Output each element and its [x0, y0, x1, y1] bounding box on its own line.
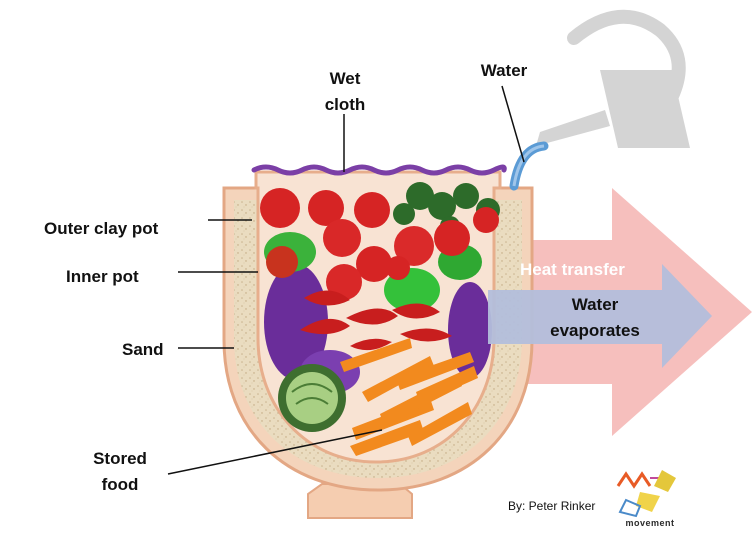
- stored-food-vegetables: [260, 182, 500, 456]
- label-wet-cloth: Wet cloth: [310, 66, 380, 118]
- label-wet-cloth-line-1: Wet: [329, 69, 361, 88]
- label-wet-cloth-line-2: cloth: [324, 95, 366, 114]
- label-water-evaporates-line-2: evaporates: [550, 321, 640, 340]
- water-evaporates-arrow: [488, 264, 712, 368]
- watering-can: [536, 9, 690, 148]
- label-stored-food: Stored food: [80, 446, 160, 498]
- logo-text: movement: [625, 518, 675, 528]
- movement-logo: [616, 470, 676, 518]
- label-stored-food-line-1: Stored: [93, 449, 147, 468]
- label-stored-food-line-2: food: [101, 475, 139, 494]
- label-heat-transfer: Heat transfer: [520, 260, 625, 279]
- label-water-evaporates-line-1: Water: [571, 295, 619, 314]
- label-outer-clay-pot: Outer clay pot: [44, 219, 159, 238]
- label-inner-pot: Inner pot: [66, 267, 139, 286]
- label-water: Water: [480, 61, 528, 80]
- label-sand: Sand: [122, 340, 164, 359]
- wet-cloth: [251, 164, 507, 176]
- label-water-evaporates: Water evaporates: [530, 292, 660, 344]
- leader-lines: [167, 85, 525, 475]
- author-credit: By: Peter Rinker: [508, 499, 596, 513]
